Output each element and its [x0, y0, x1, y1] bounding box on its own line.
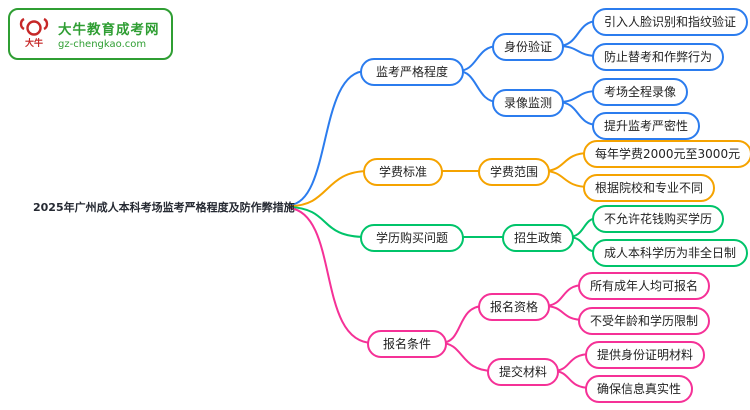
logo-brand-text: 大牛教育成考网	[58, 22, 160, 38]
bull-icon: 大牛	[17, 15, 51, 53]
leaf-prevent-cheating: 防止替考和作弊行为	[592, 43, 725, 72]
leaf-varies-by-school: 根据院校和专业不同	[583, 174, 716, 203]
leaf-no-age-limit: 不受年龄和学历限制	[578, 307, 711, 336]
node-materials: 提交材料	[487, 358, 560, 387]
node-admission-policy: 招生政策	[502, 224, 575, 253]
leaf-face-fingerprint: 引入人脸识别和指纹验证	[592, 8, 749, 37]
leaf-info-authenticity: 确保信息真实性	[585, 375, 694, 404]
leaf-identity-docs: 提供身份证明材料	[585, 341, 706, 370]
node-tuition: 学费标准	[363, 158, 444, 187]
logo-domain-text: gz-chengkao.com	[58, 39, 147, 50]
leaf-part-time-degree: 成人本科学历为非全日制	[592, 239, 749, 268]
logo-text: 大牛教育成考网 gz-chengkao.com	[58, 18, 160, 50]
leaf-no-degree-buying: 不允许花钱购买学历	[592, 205, 725, 234]
leaf-full-recording: 考场全程录像	[592, 78, 689, 107]
node-eligibility: 报名资格	[478, 293, 551, 322]
central-topic: 2025年广州成人本科考场监考严格程度及防作弊措施	[33, 201, 295, 214]
link-registration-materials	[440, 342, 494, 372]
link-root-supervision	[289, 70, 367, 206]
link-root-registration	[289, 207, 374, 344]
leaf-tuition-amount: 每年学费2000元至3000元	[583, 140, 750, 169]
node-video-monitoring: 录像监测	[492, 89, 565, 118]
link-registration-eligibility	[440, 305, 485, 344]
link-root-tuition	[289, 170, 370, 207]
leaf-strict-supervision: 提升监考严密性	[592, 112, 701, 141]
node-identity-verification: 身份验证	[492, 33, 565, 62]
site-logo[interactable]: 大牛 大牛教育成考网 gz-chengkao.com	[8, 8, 173, 60]
link-root-degree	[289, 206, 367, 238]
leaf-all-adults: 所有成年人均可报名	[578, 272, 711, 301]
svg-text:大牛: 大牛	[25, 37, 43, 49]
node-degree-purchase: 学历购买问题	[360, 224, 465, 253]
node-tuition-range: 学费范围	[478, 158, 551, 187]
node-supervision: 监考严格程度	[360, 58, 465, 87]
node-registration: 报名条件	[367, 330, 448, 359]
